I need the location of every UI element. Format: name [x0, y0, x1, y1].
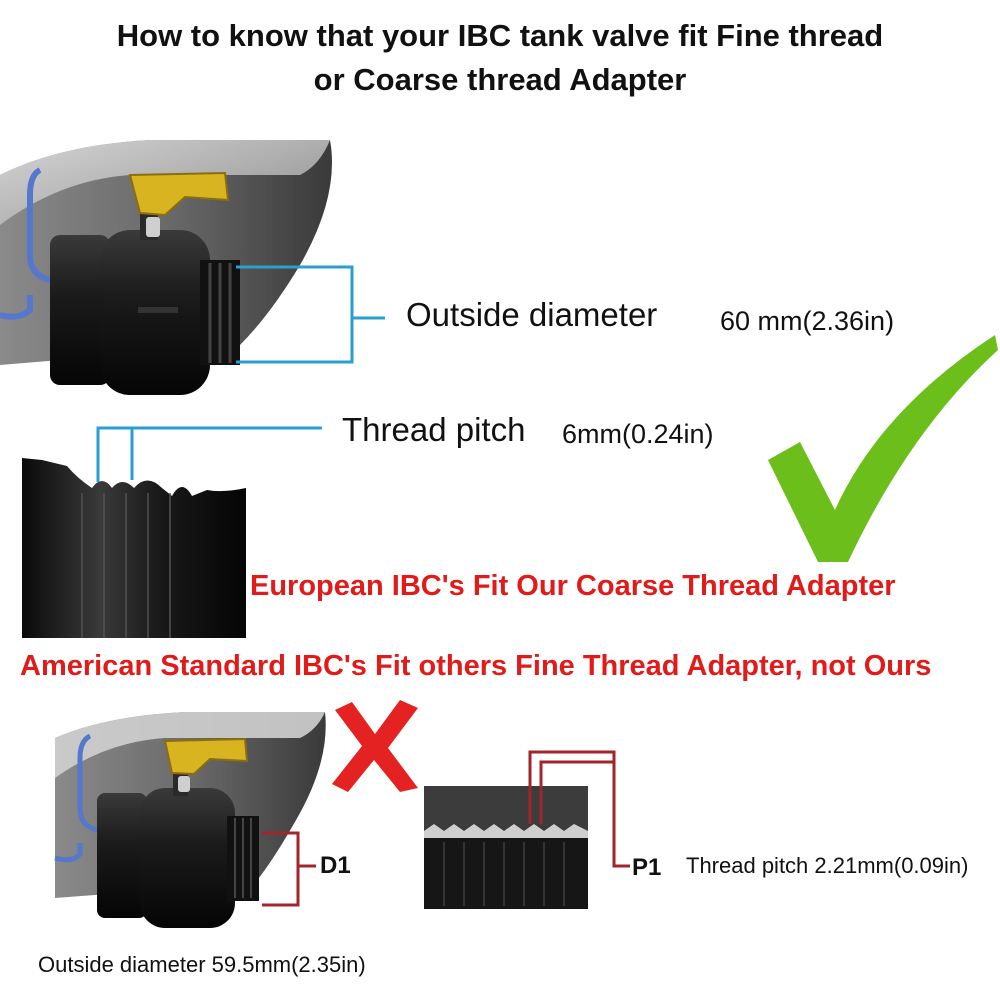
p1-tag: P1 [632, 854, 662, 881]
thread-pitch-value: 6mm(0.24in) [562, 419, 714, 449]
thread-pitch-label: Thread pitch [342, 411, 526, 448]
american-fit-statement: American Standard IBC's Fit others Fine … [20, 650, 932, 682]
fine-thread-pitch-text: Thread pitch 2.21mm(0.09in) [686, 853, 969, 878]
coarse-thread-illustration [22, 448, 246, 638]
outside-diameter-label: Outside diameter [406, 296, 658, 333]
american-valve-illustration [54, 712, 326, 928]
fine-outside-diameter-text: Outside diameter 59.5mm(2.35in) [38, 952, 366, 977]
european-fit-statement: European IBC's Fit Our Coarse Thread Ada… [250, 570, 896, 602]
cross-icon [332, 700, 418, 792]
european-valve-illustration [0, 140, 332, 395]
check-icon [768, 335, 998, 562]
d1-tag: D1 [320, 852, 351, 879]
page-title-line-1: How to know that your IBC tank valve fit… [116, 18, 884, 53]
fine-thread-illustration [424, 786, 588, 909]
outside-diameter-value: 60 mm(2.36in) [720, 306, 895, 336]
page-title-line-2: or Coarse thread Adapter [313, 62, 687, 97]
